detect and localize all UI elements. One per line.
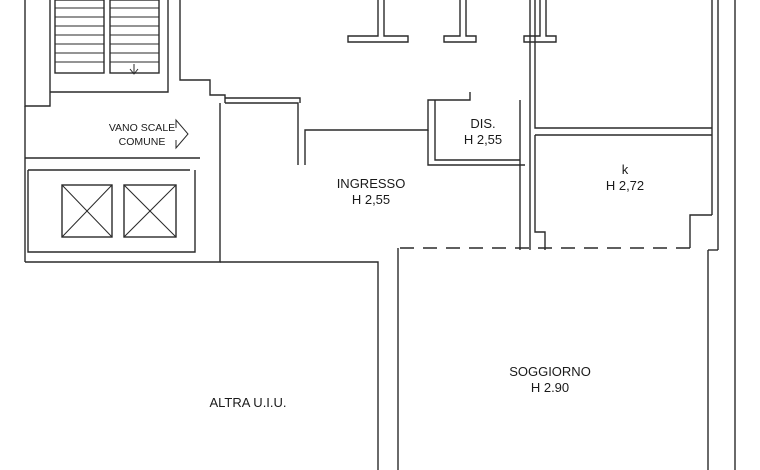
room-name: ALTRA U.I.U. bbox=[209, 395, 287, 410]
room-height: H 2,55 bbox=[463, 132, 503, 147]
stair-flight-left bbox=[54, 0, 105, 74]
room-label-k: k H 2,72 bbox=[590, 162, 660, 194]
room-name: VANO SCALE bbox=[108, 122, 176, 134]
room-name: INGRESSO bbox=[336, 176, 406, 191]
room-height: H 2,55 bbox=[351, 192, 391, 207]
arrow-right-outline-icon bbox=[175, 118, 189, 150]
elevator-shaft-icon bbox=[61, 184, 177, 238]
room-label-ingresso: INGRESSO H 2,55 bbox=[323, 176, 419, 208]
room-name: k bbox=[621, 162, 629, 177]
room-name: DIS. bbox=[470, 116, 496, 131]
room-label-altra-uiu: ALTRA U.I.U. bbox=[198, 395, 298, 411]
room-name-line2: COMUNE bbox=[118, 136, 166, 148]
room-label-dis: DIS. H 2,55 bbox=[448, 116, 518, 148]
stair-flight-right bbox=[109, 0, 160, 75]
apartment-walls bbox=[225, 0, 736, 470]
room-name: SOGGIORNO bbox=[509, 364, 591, 379]
room-label-vano-scale: VANO SCALE COMUNE bbox=[102, 121, 182, 149]
lower-walls bbox=[220, 248, 718, 470]
room-height: H 2.90 bbox=[530, 380, 570, 395]
room-height: H 2,72 bbox=[605, 178, 645, 193]
room-label-soggiorno: SOGGIORNO H 2.90 bbox=[500, 364, 600, 396]
